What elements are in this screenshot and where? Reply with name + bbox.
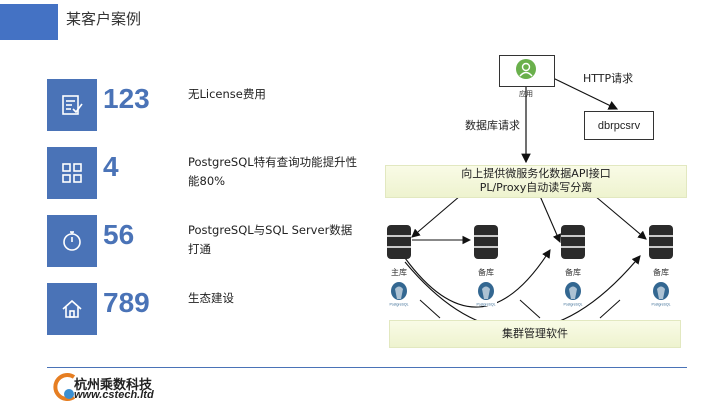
db-node-label: 备库 xyxy=(478,268,494,277)
db-node-label: 备库 xyxy=(653,268,669,277)
api-layer-box: 向上提供微服务化数据API接口 PL/Proxy自动读写分离 xyxy=(385,165,687,198)
footer-url: www.cstech.ltd xyxy=(74,389,154,401)
svg-text:PostgreSQL: PostgreSQL xyxy=(476,303,495,307)
company-logo-icon xyxy=(53,373,76,401)
database-icon xyxy=(387,225,411,259)
postgresql-logo-icon: PostgreSQL xyxy=(562,282,584,307)
stat-row: 56 PostgreSQL与SQL Server数据打通 xyxy=(0,215,380,269)
api-to-standby-arrow xyxy=(594,195,647,240)
cluster-link xyxy=(599,299,621,319)
postgresql-logo-icon: PostgreSQL xyxy=(650,282,672,307)
stat-description: 无License费用 xyxy=(188,87,266,101)
svg-text:PostgreSQL: PostgreSQL xyxy=(563,303,582,307)
stat-row: 4 PostgreSQL特有查询功能提升性能80% xyxy=(0,147,380,201)
cluster-link xyxy=(419,299,441,319)
stat-description: PostgreSQL与SQL Server数据打通 xyxy=(188,223,353,256)
stat-row: 789 生态建设 xyxy=(0,283,380,337)
stat-number: 4 xyxy=(103,151,119,182)
db-request-label: 数据库请求 xyxy=(465,119,520,132)
http-arrow xyxy=(552,77,619,110)
api-to-standby-arrow xyxy=(539,195,561,244)
database-icon xyxy=(561,225,585,259)
stat-row: 123 无License费用 xyxy=(0,79,380,133)
database-icon xyxy=(474,225,498,259)
cluster-manager-box: 集群管理软件 xyxy=(389,320,681,348)
api-line-1: 向上提供微服务化数据API接口 xyxy=(461,167,611,180)
dbrpcsrv-node: dbrpcsrv xyxy=(584,111,654,140)
db-node-label: 主库 xyxy=(391,268,407,277)
grid-icon xyxy=(47,147,97,199)
stat-description: 生态建设 xyxy=(188,291,234,305)
stat-number: 56 xyxy=(103,219,135,250)
svg-text:PostgreSQL: PostgreSQL xyxy=(651,303,670,307)
checklist-icon xyxy=(47,79,97,131)
app-label: 应用 xyxy=(519,90,533,98)
stat-description: PostgreSQL特有查询功能提升性能80% xyxy=(188,155,358,188)
footer-company-name: 杭州乘数科技 xyxy=(74,378,153,393)
database-icon xyxy=(649,225,673,259)
svg-text:PostgreSQL: PostgreSQL xyxy=(389,303,408,307)
user-icon xyxy=(516,59,536,79)
postgresql-logo-icon: PostgreSQL xyxy=(475,282,497,307)
stat-number: 123 xyxy=(103,83,150,114)
db-node-label: 备库 xyxy=(565,268,581,277)
footer-divider xyxy=(47,367,687,368)
api-to-primary-arrow xyxy=(411,195,461,238)
http-label: HTTP请求 xyxy=(583,72,634,85)
stat-number: 789 xyxy=(103,287,150,318)
postgresql-logo-icon: PostgreSQL xyxy=(388,282,410,307)
replication-arrow xyxy=(404,249,551,308)
stopwatch-icon xyxy=(47,215,97,267)
header-accent-bar xyxy=(0,4,58,40)
api-line-2: PL/Proxy自动读写分离 xyxy=(479,181,593,194)
app-node: 应用 xyxy=(499,55,555,98)
cluster-link xyxy=(519,299,541,319)
replication-arrow xyxy=(404,255,641,331)
home-icon xyxy=(47,283,97,335)
page-title: 某客户案例 xyxy=(66,10,142,28)
